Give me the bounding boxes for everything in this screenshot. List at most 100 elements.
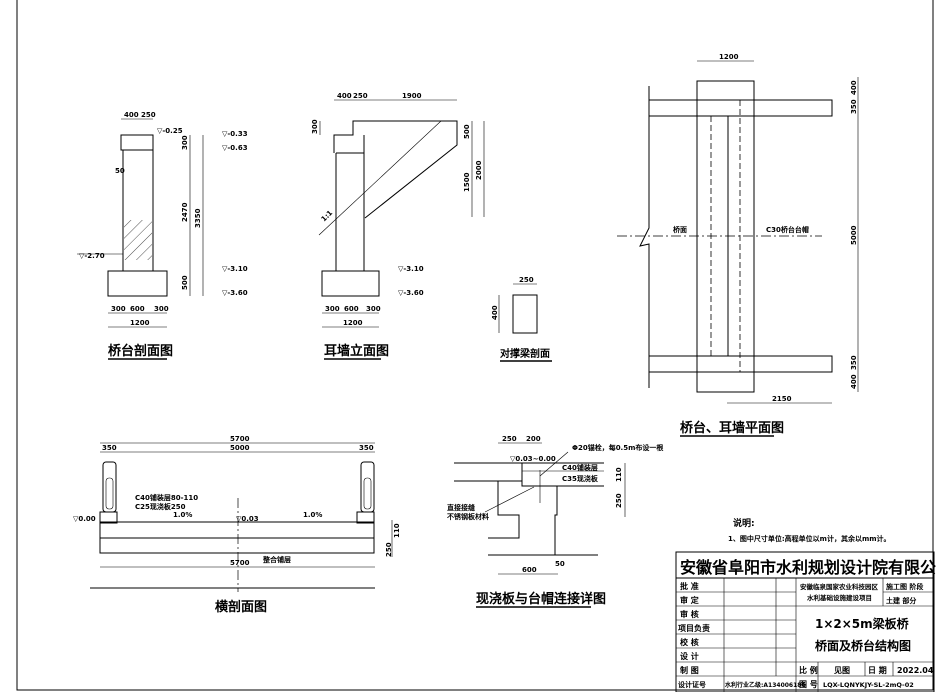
svg-text:▽0.00: ▽0.00 [73,515,96,523]
svg-text:300: 300 [366,305,381,313]
svg-text:1200: 1200 [719,53,739,61]
svg-text:整合铺层: 整合铺层 [262,555,291,564]
abutment-section: 400 250 ▽-0.25 ▽-0.33 ▽-0.63 ▽-3.10 ▽-3.… [77,111,248,360]
svg-text:2022.04: 2022.04 [897,666,934,675]
svg-text:50: 50 [115,167,125,175]
svg-text:审 定: 审 定 [680,595,699,605]
svg-text:350: 350 [102,444,117,452]
svg-text:250: 250 [385,542,393,557]
svg-text:▽-0.63: ▽-0.63 [222,144,248,152]
svg-text:350: 350 [850,99,858,114]
svg-text:▽-3.10: ▽-3.10 [222,265,248,273]
svg-text:5000: 5000 [230,444,250,452]
svg-text:直接接缝: 直接接缝 [447,503,475,512]
detail-title: 现浇板与台帽连接详图 [476,591,606,607]
svg-text:50: 50 [555,560,565,568]
svg-text:1500: 1500 [463,172,471,192]
svg-text:安徽临泉国家农业科技园区: 安徽临泉国家农业科技园区 [800,582,879,591]
sheet-border [16,0,934,691]
svg-text:350: 350 [850,355,858,370]
svg-text:设 计: 设 计 [680,651,699,661]
svg-text:400: 400 [491,305,499,320]
svg-text:400: 400 [337,92,352,100]
svg-text:5700: 5700 [230,435,250,443]
svg-text:▽-3.60: ▽-3.60 [398,289,424,297]
drawing-title: 1×2×5m梁板桥 [815,616,910,631]
svg-text:250: 250 [353,92,368,100]
company-name: 安徽省阜阳市水利规划设计院有限公司 [680,558,936,577]
svg-text:土建 部分: 土建 部分 [886,596,916,605]
svg-text:600: 600 [344,305,359,313]
svg-text:1.0%: 1.0% [303,511,322,519]
svg-text:5700: 5700 [230,559,250,567]
notes: 说明: 1、图中尺寸单位:高程单位以m计，其余以mm计。 [728,517,891,543]
svg-text:桥面: 桥面 [673,225,687,234]
svg-text:250: 250 [141,111,156,119]
svg-text:400: 400 [124,111,139,119]
svg-text:C40铺装层: C40铺装层 [562,463,598,472]
svg-text:C40铺装层80-110: C40铺装层80-110 [135,493,198,502]
svg-text:项目负责: 项目负责 [678,623,710,633]
svg-text:批 准: 批 准 [680,581,699,591]
svg-text:250: 250 [519,276,534,284]
svg-text:3350: 3350 [194,208,202,228]
strut-beam-section: 250 400 对撑梁剖面 [491,276,552,362]
svg-text:250: 250 [615,493,623,508]
svg-text:1200: 1200 [343,319,363,327]
svg-text:1900: 1900 [402,92,422,100]
svg-text:LQX-LQNYKJY-SL-2mQ-02: LQX-LQNYKJY-SL-2mQ-02 [823,681,914,689]
drawing-subtitle: 桥面及桥台结构图 [815,638,911,653]
svg-text:1、图中尺寸单位:高程单位以m计，其余以mm计。: 1、图中尺寸单位:高程单位以m计，其余以mm计。 [728,534,891,543]
svg-text:▽-2.70: ▽-2.70 [79,252,105,260]
svg-text:C35现浇板: C35现浇板 [562,474,599,483]
ear-wall-title: 耳墙立面图 [324,343,389,359]
svg-text:110: 110 [615,467,623,482]
svg-text:▽0.03~0.00: ▽0.03~0.00 [510,455,556,463]
svg-text:600: 600 [130,305,145,313]
svg-text:250: 250 [502,435,517,443]
svg-text:400: 400 [850,80,858,95]
svg-text:见图: 见图 [834,666,850,675]
svg-text:水利基础设施建设项目: 水利基础设施建设项目 [807,593,872,602]
svg-text:300: 300 [154,305,169,313]
svg-text:审 核: 审 核 [680,609,699,619]
svg-text:▽-3.60: ▽-3.60 [222,289,248,297]
svg-text:Φ20锚栓，每0.5m布设一根: Φ20锚栓，每0.5m布设一根 [572,443,663,452]
svg-text:1200: 1200 [130,319,150,327]
svg-text:110: 110 [393,523,401,538]
svg-text:水利行业乙级:A134006186: 水利行业乙级:A134006186 [725,681,806,689]
strut-beam-title: 对撑梁剖面 [500,347,550,360]
svg-text:350: 350 [359,444,374,452]
svg-text:说明:: 说明: [733,517,755,529]
abutment-section-title: 桥台剖面图 [108,343,173,359]
svg-text:▽-3.10: ▽-3.10 [398,265,424,273]
svg-text:1:1: 1:1 [320,209,335,224]
svg-text:制 图: 制 图 [680,665,699,675]
svg-text:设计证号: 设计证号 [678,680,706,689]
ear-wall-elevation: 400 250 1900 300 500 1500 2000 1:1 ▽-3.1… [311,92,485,360]
svg-text:▽-0.33: ▽-0.33 [222,130,248,138]
svg-text:200: 200 [526,435,541,443]
cross-section-title: 横剖面图 [215,599,267,615]
svg-text:2150: 2150 [772,395,792,403]
svg-text:日 期: 日 期 [868,665,887,675]
svg-text:C25现浇板250: C25现浇板250 [135,502,186,511]
svg-text:▽-0.25: ▽-0.25 [157,127,183,135]
svg-text:校 核: 校 核 [680,637,699,647]
svg-text:2470: 2470 [181,202,189,222]
svg-text:600: 600 [522,566,537,574]
svg-text:▽0.03: ▽0.03 [236,515,259,523]
svg-text:300: 300 [181,135,189,150]
svg-text:施工图 阶段: 施工图 阶段 [886,582,923,591]
cross-section: 5700 350 5000 350 ▽0.00 C40铺装层80-110 C25… [73,435,401,615]
svg-text:300: 300 [311,119,319,134]
title-block: 安徽省阜阳市水利规划设计院有限公司 批 准 审 定 审 核 项目负责 校 核 设… [675,551,936,692]
svg-text:300: 300 [111,305,126,313]
svg-text:2000: 2000 [475,160,483,180]
svg-text:图 号: 图 号 [799,680,818,689]
abutment-plan: 桥面 C30桥台台帽 1200 400 350 5000 350 400 215… [617,53,859,437]
connection-detail: 250 200 ▽0.03~0.00 Φ20锚栓，每0.5m布设一根 C40铺装… [447,435,663,608]
svg-text:300: 300 [325,305,340,313]
